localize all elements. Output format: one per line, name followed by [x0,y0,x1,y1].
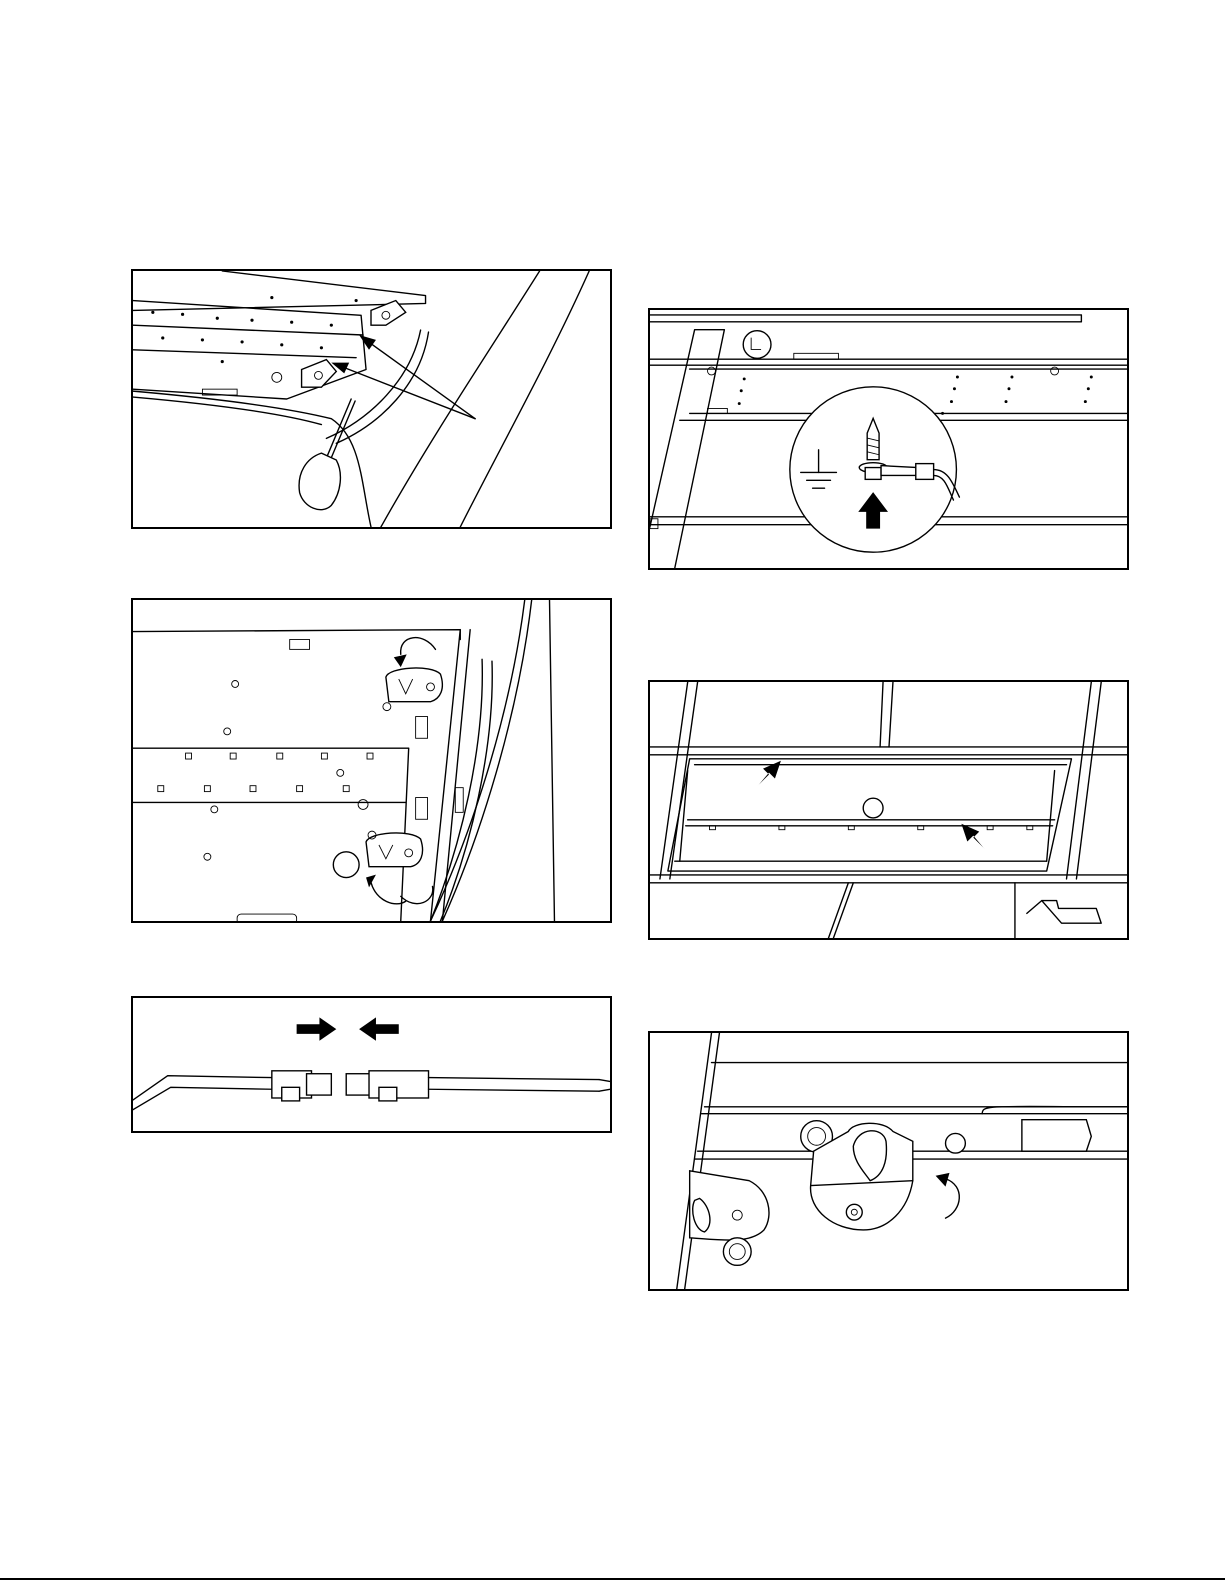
ground-screw-drawing [650,310,1127,568]
lift-panel-drawing [650,682,1127,938]
disconnect-connector-drawing [133,998,610,1131]
screwdriver-icon [299,399,355,510]
figure-ground-screw [648,308,1129,570]
figure-screwdriver-tabs [131,269,612,529]
latch-closeup-drawing [650,1033,1127,1289]
figure-disconnect-connector [131,996,612,1133]
arrow-icon [297,1017,399,1040]
screwdriver-tabs-drawing [133,271,610,527]
rotate-latches-drawing [133,600,610,921]
figure-lift-panel [648,680,1129,940]
footer-rule [0,1578,1225,1580]
rotate-arrow-icon [936,1173,960,1218]
tray-holes [158,680,373,860]
connector-right [346,1074,371,1095]
figure-latch-closeup [648,1031,1129,1291]
figure-rotate-latches [131,598,612,923]
